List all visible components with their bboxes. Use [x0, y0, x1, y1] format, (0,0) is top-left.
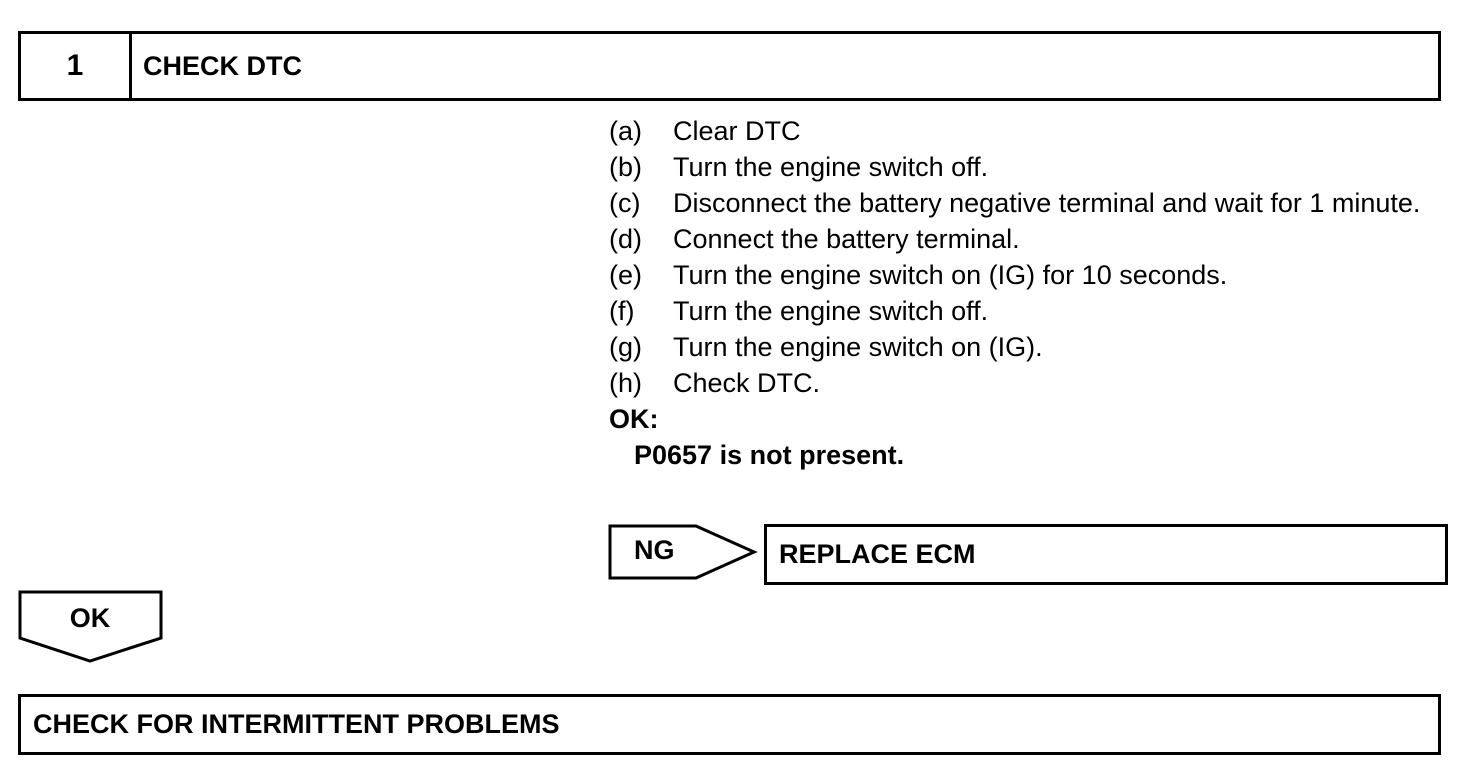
procedure-item: (a) Clear DTC: [609, 113, 1429, 149]
next-step-box: CHECK FOR INTERMITTENT PROBLEMS: [18, 694, 1441, 755]
ok-branch: OK: [18, 590, 164, 664]
procedure-item-label: (e): [609, 260, 642, 290]
ng-action-box: REPLACE ECM: [764, 524, 1448, 585]
procedure-item-text: Turn the engine switch on (IG) for 10 se…: [673, 260, 1228, 290]
step-header: 1 CHECK DTC: [18, 31, 1441, 101]
procedure-list: (a) Clear DTC (b) Turn the engine switch…: [609, 113, 1429, 473]
step-number: 1: [21, 34, 132, 98]
procedure-item: (b) Turn the engine switch off.: [609, 149, 1429, 185]
procedure-item-text: Turn the engine switch on (IG).: [673, 332, 1043, 362]
procedure-item-text: Connect the battery terminal.: [673, 224, 1020, 254]
procedure-item-text: Turn the engine switch off.: [673, 152, 989, 182]
procedure-item: (h) Check DTC.: [609, 365, 1429, 401]
procedure-item-label: (c): [609, 188, 641, 218]
procedure-item: (e) Turn the engine switch on (IG) for 1…: [609, 257, 1429, 293]
procedure-item: (f) Turn the engine switch off.: [609, 293, 1429, 329]
ok-criteria-label: OK:: [609, 404, 659, 434]
procedure-item: (c) Disconnect the battery negative term…: [609, 185, 1429, 221]
ok-criteria-value: P0657 is not present.: [634, 440, 905, 470]
procedure-item: (d) Connect the battery terminal.: [609, 221, 1429, 257]
ng-arrow-icon: [608, 524, 758, 580]
procedure-item-text: Disconnect the battery negative terminal…: [673, 188, 1421, 218]
procedure-item-label: (g): [609, 332, 642, 362]
ng-label: NG: [634, 535, 675, 565]
procedure-item-label: (d): [609, 224, 642, 254]
procedure-item-label: (b): [609, 152, 642, 182]
procedure-item-label: (h): [609, 368, 642, 398]
procedure-item-text: Turn the engine switch off.: [673, 296, 989, 326]
procedure-item-text: Check DTC.: [673, 368, 821, 398]
procedure-item: (g) Turn the engine switch on (IG).: [609, 329, 1429, 365]
procedure-item-text: Clear DTC: [673, 116, 801, 146]
ok-branch-label: OK: [69, 603, 111, 633]
ng-branch: NG REPLACE ECM: [608, 523, 1448, 587]
procedure-item-label: (a): [609, 116, 642, 146]
step-title: CHECK DTC: [143, 50, 302, 81]
ok-arrow-down-icon: [18, 590, 163, 663]
procedure-item-label: (f): [609, 296, 635, 326]
